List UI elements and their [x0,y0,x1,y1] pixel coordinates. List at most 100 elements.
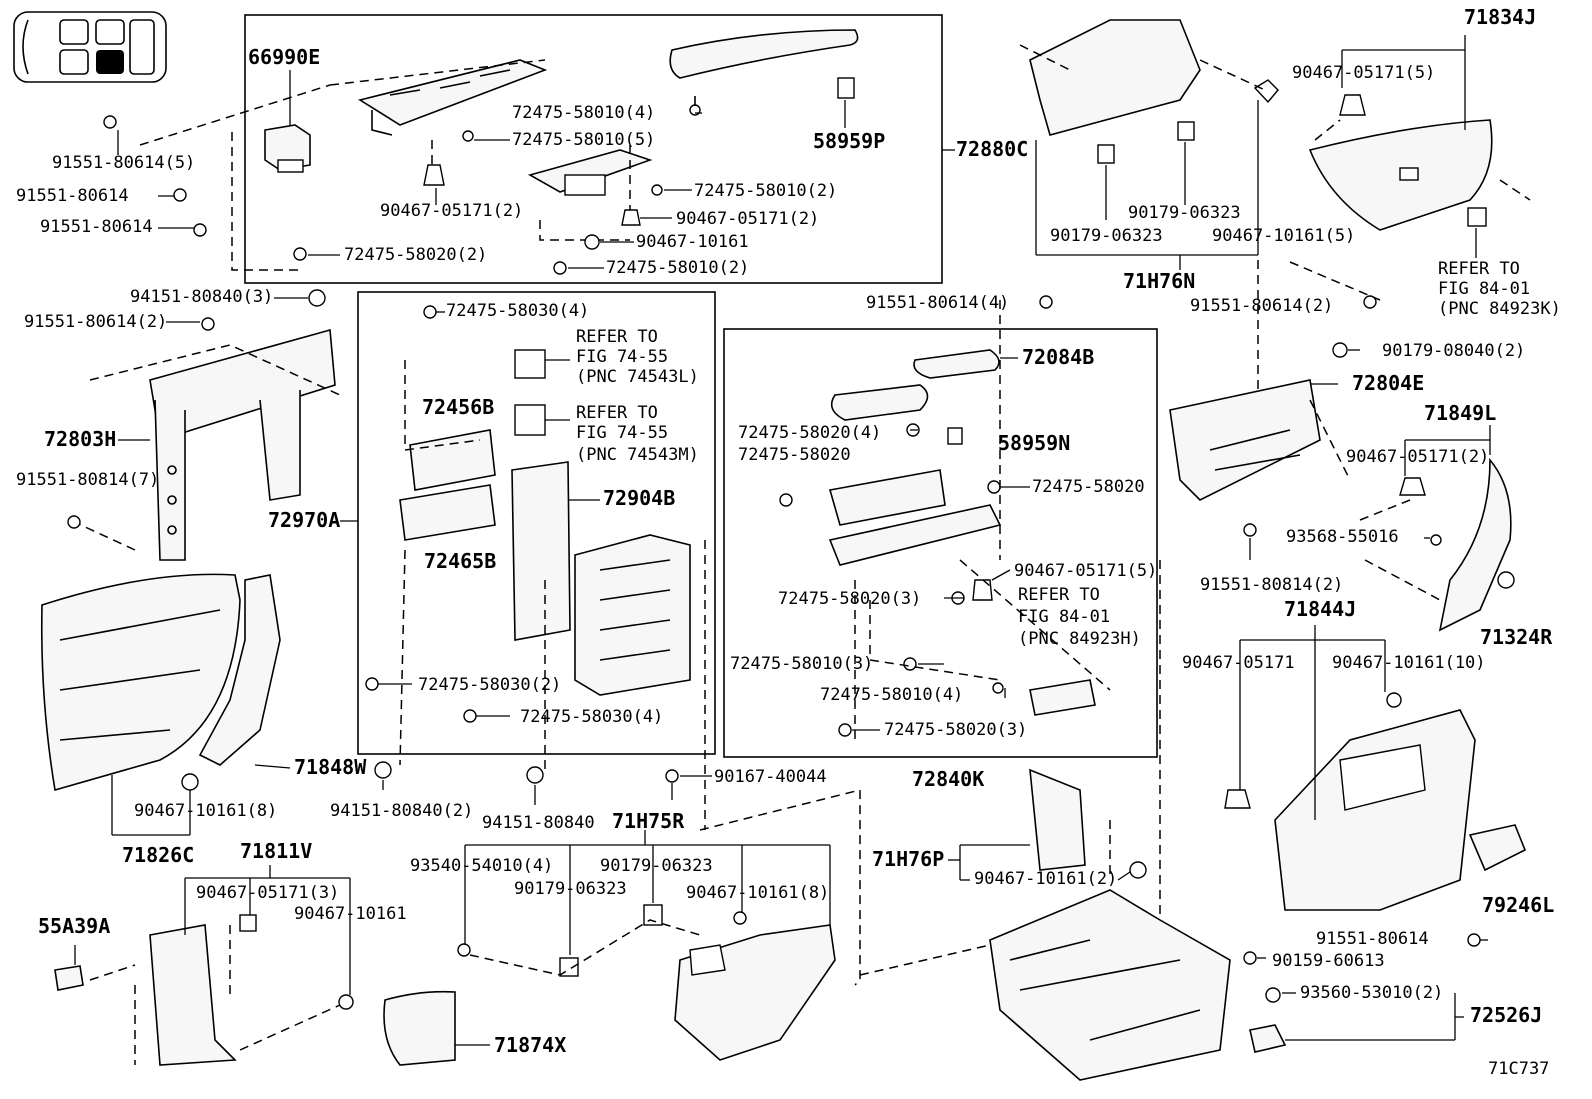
group-box-72880c [244,14,943,284]
part-label: 90467-10161(10) [1332,653,1486,673]
bracket-71h76n [1019,19,1279,270]
part-label-72904b: 72904B [603,486,676,510]
trim-71849l [1359,425,1515,632]
bracket-upper [357,59,548,136]
switch-66990e [264,124,311,173]
refer-note: REFER TO [1438,259,1520,279]
part-label: 91551-80614 [16,186,129,206]
frame-71h76p [859,560,1231,1081]
part-label: 90467-10161(2) [974,869,1118,889]
part-label-71h75r: 71H75R [612,809,685,833]
part-label: 91551-80614(4) [866,293,1010,313]
fasteners-top [103,115,663,275]
part-label-71874x: 71874X [494,1033,567,1057]
refer-note: REFER TO [1018,585,1100,605]
part-label: 72475-58030(4) [520,707,664,727]
bracket-72803h [67,289,341,561]
tray-bracket [527,149,653,196]
part-label-72970a: 72970A [268,508,341,532]
part-label: 91551-80614(2) [24,312,168,332]
part-label-72084b: 72084B [1022,345,1095,369]
part-label: 72475-58010(2) [606,258,750,278]
part-label: 90179-08040(2) [1382,341,1526,361]
part-label-55a39a: 55A39A [38,914,111,938]
part-label: 90159-60613 [1272,951,1385,971]
part-label: 72475-58010(3) [730,654,874,674]
part-label: 90467-10161(8) [686,883,830,903]
part-label: 91551-80614(2) [1190,296,1334,316]
console-71844j [1224,625,1527,1053]
part-label-71848w: 71848W [294,755,367,779]
side-panel-71826c [40,573,241,792]
part-label: 72475-58010(5) [512,130,656,150]
part-label: 90467-10161 [636,232,749,252]
part-label: 90467-05171(5) [1014,561,1158,581]
group-72840k-parts [779,300,1111,740]
part-label: 91551-80814(7) [16,470,160,490]
refer-note: (PNC 74543L) [576,367,699,387]
part-label: 94151-80840(2) [330,801,474,821]
part-label: 72475-58010(4) [512,103,656,123]
part-label: 90467-05171(5) [1292,63,1436,83]
part-label: 91551-80614 [40,217,153,237]
refer-note: REFER TO [576,403,658,423]
part-label: 72475-58010(4) [820,685,964,705]
part-label: 90179-06323 [600,856,713,876]
part-label-71844j: 71844J [1284,597,1357,621]
part-label: 72475-58030(2) [418,675,562,695]
leaders-top [117,70,955,269]
part-label: 72475-58020 [1032,477,1145,497]
part-label: 90467-10161 [294,904,407,924]
panel-71811v [54,865,490,1066]
part-label-71849l: 71849L [1424,401,1497,425]
part-label: 90179-06323 [514,879,627,899]
part-label: 90467-05171 [1182,653,1295,673]
pocket-71834j [1308,35,1531,258]
group-box-72840k [723,328,1158,758]
refer-note: FIG 74-55 [576,423,669,443]
bracket-71h75r [457,769,861,1061]
part-label: 94151-80840 [482,813,595,833]
part-label: 90467-10161(5) [1212,226,1356,246]
part-label-72880c: 72880C [956,137,1029,161]
part-label-72456b: 72456B [422,395,495,419]
part-label: 72475-58020(4) [738,423,882,443]
refer-note: (PNC 84923H) [1018,629,1141,649]
refer-note: FIG 74-55 [576,347,669,367]
part-label: 90467-05171(2) [676,209,820,229]
part-label-71h76p: 71H76P [872,847,945,871]
part-label: 90467-10161(8) [134,801,278,821]
part-label-58959n: 58959N [998,431,1071,455]
refer-note: FIG 84-01 [1438,279,1531,299]
part-label: 72475-58030(4) [446,301,590,321]
part-label: 90467-05171(3) [196,883,340,903]
part-label: 90467-05171(2) [1346,447,1490,467]
part-label-79246l: 79246L [1482,893,1555,917]
part-label-72465b: 72465B [424,549,497,573]
armrest-pad-58959p [669,29,859,116]
part-label: 91551-80814(2) [1200,575,1344,595]
group-box-72970a [357,291,716,755]
part-label: 91551-80614 [1316,929,1429,949]
part-label: 91551-80614(5) [52,153,196,173]
part-label-72803h: 72803H [44,427,117,451]
part-label-58959p: 58959P [813,129,886,153]
part-label-72526j: 72526J [1470,1003,1543,1027]
part-label-71834j: 71834J [1464,5,1537,29]
part-label-71826c: 71826C [122,843,195,867]
bracket-72804e [1039,260,1381,560]
part-label: 90179-06323 [1128,203,1241,223]
vehicle-locator-icon [13,11,167,83]
part-label: 72475-58020(3) [884,720,1028,740]
group-72970a-parts [340,305,706,830]
part-label: 93560-53010(2) [1300,983,1444,1003]
refer-note: REFER TO [576,327,658,347]
part-label-72840k: 72840K [912,767,985,791]
part-label: 90467-05171(2) [380,201,524,221]
part-label: 72475-58020(2) [344,245,488,265]
refer-note: (PNC 84923K) [1438,299,1561,319]
refer-note: FIG 84-01 [1018,607,1111,627]
part-label-66990e: 66990E [248,45,321,69]
part-label: 72475-58020(3) [778,589,922,609]
